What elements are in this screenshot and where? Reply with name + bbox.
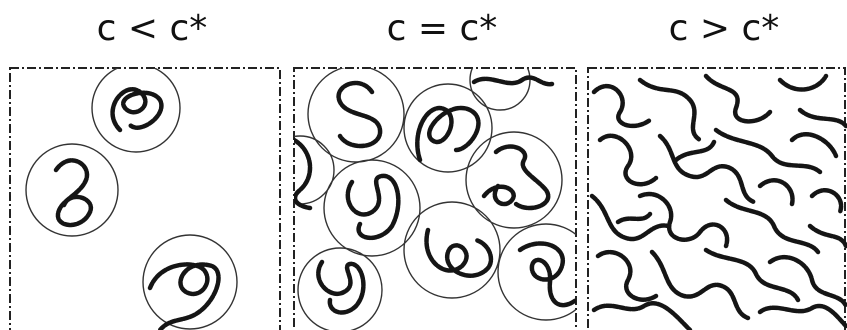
polymer-coil <box>404 202 500 298</box>
polymer-chain <box>348 176 399 238</box>
polymer-coil <box>266 136 334 208</box>
polymer-coil <box>466 132 562 228</box>
polymer-chain <box>520 243 576 305</box>
polymer-chain <box>600 136 656 184</box>
coil-sphere <box>324 160 420 256</box>
polymer-chain <box>780 76 846 126</box>
polymer-coil <box>26 144 118 236</box>
coil-sphere <box>26 144 118 236</box>
polymer-chain <box>150 264 219 330</box>
panel-overlap <box>266 50 594 330</box>
polymer-chain <box>484 147 548 209</box>
polymer-chain <box>760 306 846 326</box>
polymer-coil <box>498 224 594 320</box>
polymer-chain <box>640 80 700 140</box>
polymer-chain <box>56 160 91 225</box>
polymer-coil <box>404 84 492 172</box>
polymer-chain <box>726 200 818 252</box>
polymer-coil <box>298 248 382 330</box>
panel-dilute <box>10 64 280 330</box>
panel-semidilute <box>588 68 846 330</box>
coil-sphere <box>298 248 382 330</box>
entangled-chains <box>592 76 846 330</box>
polymer-chain <box>417 108 478 160</box>
polymer-chain <box>594 303 690 330</box>
coil-sphere <box>498 224 594 320</box>
coil-sphere <box>92 64 180 152</box>
polymer-chain <box>318 262 363 313</box>
polymer-chain <box>660 136 754 202</box>
polymer-coil <box>92 64 180 152</box>
polymer-chain <box>594 86 650 126</box>
polymer-chain <box>598 252 656 300</box>
polymer-chain <box>427 230 491 276</box>
polymer-coil <box>308 66 404 162</box>
polymer-coil <box>143 235 237 330</box>
polymer-chain <box>474 78 552 85</box>
polymer-chain <box>113 89 162 130</box>
polymer-chain <box>770 257 846 306</box>
polymer-chain <box>294 140 310 208</box>
polymer-chain <box>640 194 727 246</box>
coil-sphere <box>404 202 500 298</box>
polymer-chain <box>792 134 841 212</box>
polymer-coil <box>324 160 420 256</box>
polymer-chain <box>339 83 381 146</box>
polymer-chain <box>706 76 770 121</box>
